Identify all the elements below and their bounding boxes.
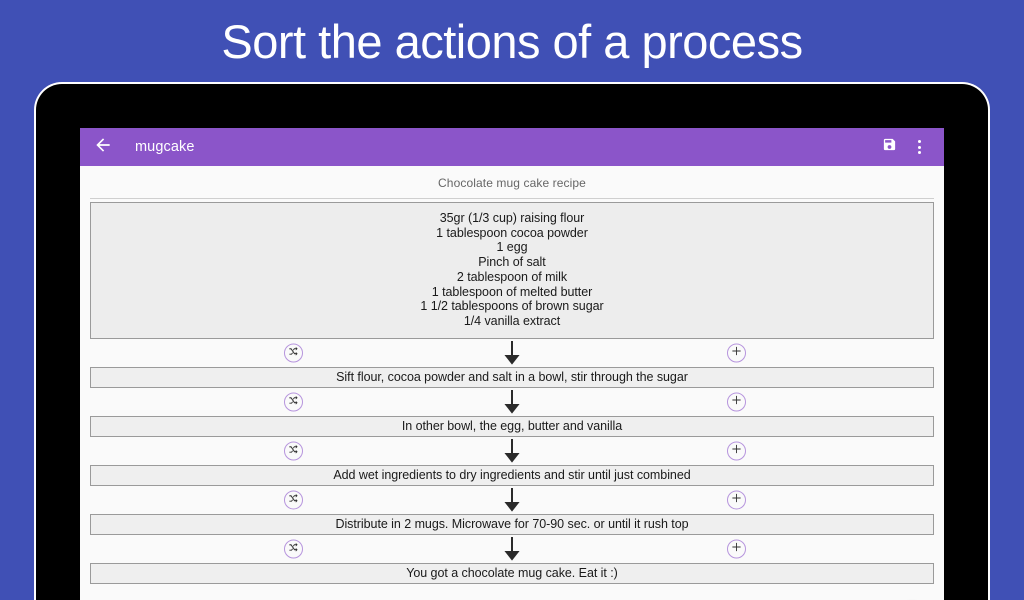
- title-divider: [90, 198, 934, 199]
- step-connector: [90, 437, 934, 465]
- arrow-down-icon: [503, 340, 521, 365]
- arrow-back-icon: [93, 135, 113, 160]
- plus-circle-icon: [731, 442, 742, 460]
- process-editor-content: Chocolate mug cake recipe 35gr (1/3 cup)…: [80, 166, 944, 600]
- shuffle-icon: [288, 491, 299, 509]
- app-bar: mugcake: [80, 128, 944, 166]
- ingredient-line: 1 1/2 tablespoons of brown sugar: [420, 299, 604, 314]
- step-row[interactable]: In other bowl, the egg, butter and vanil…: [90, 415, 934, 437]
- add-step-button[interactable]: [727, 539, 746, 559]
- step-text: Add wet ingredients to dry ingredients a…: [333, 468, 691, 483]
- shuffle-step-button[interactable]: [284, 392, 303, 412]
- step-row[interactable]: You got a chocolate mug cake. Eat it :): [90, 562, 934, 584]
- step-connector: [90, 486, 934, 514]
- add-step-button[interactable]: [727, 343, 746, 363]
- plus-circle-icon: [731, 491, 742, 509]
- step-row[interactable]: Distribute in 2 mugs. Microwave for 70-9…: [90, 513, 934, 535]
- shuffle-step-button[interactable]: [284, 441, 303, 461]
- arrow-down-icon: [503, 389, 521, 414]
- step-text: Distribute in 2 mugs. Microwave for 70-9…: [335, 517, 689, 532]
- step-text: Sift flour, cocoa powder and salt in a b…: [336, 370, 688, 385]
- step-text: You got a chocolate mug cake. Eat it :): [406, 566, 618, 581]
- back-button[interactable]: [88, 132, 118, 162]
- overflow-menu-button[interactable]: [904, 132, 934, 162]
- arrow-down-icon: [503, 438, 521, 463]
- ingredient-line: 2 tablespoon of milk: [456, 269, 568, 284]
- step-connector: [90, 388, 934, 416]
- plus-circle-icon: [731, 393, 742, 411]
- step-text: In other bowl, the egg, butter and vanil…: [401, 419, 623, 434]
- shuffle-icon: [288, 344, 299, 362]
- device-screen: mugcake Chocolate mug cake recipe: [80, 128, 944, 600]
- add-step-button[interactable]: [727, 490, 746, 510]
- step-row[interactable]: Add wet ingredients to dry ingredients a…: [90, 464, 934, 486]
- ingredient-line: Pinch of salt: [478, 255, 546, 270]
- step-connector: [90, 339, 934, 367]
- ingredient-line: 1 egg: [496, 240, 528, 255]
- shuffle-icon: [288, 393, 299, 411]
- step-row[interactable]: Sift flour, cocoa powder and salt in a b…: [90, 366, 934, 388]
- tablet-device-frame: mugcake Chocolate mug cake recipe: [36, 84, 988, 600]
- shuffle-step-button[interactable]: [284, 343, 303, 363]
- arrow-down-icon: [503, 487, 521, 512]
- ingredient-line: 35gr (1/3 cup) raising flour: [439, 211, 585, 225]
- ingredient-line: 1/4 vanilla extract: [463, 313, 561, 328]
- recipe-title: Chocolate mug cake recipe: [438, 176, 586, 190]
- save-button[interactable]: [874, 132, 904, 162]
- ingredients-card[interactable]: 35gr (1/3 cup) raising flour 1 tablespoo…: [90, 202, 934, 339]
- arrow-down-icon: [503, 536, 521, 561]
- ingredient-line: 1 tablespoon cocoa powder: [436, 225, 588, 240]
- more-vert-icon: [917, 140, 921, 154]
- shuffle-step-button[interactable]: [284, 539, 303, 559]
- add-step-button[interactable]: [727, 441, 746, 461]
- shuffle-icon: [288, 540, 299, 558]
- save-floppy-icon: [882, 137, 897, 157]
- ingredient-line: 1 tablespoon of melted butter: [431, 284, 593, 299]
- plus-circle-icon: [731, 344, 742, 362]
- app-bar-title: mugcake: [135, 139, 195, 155]
- add-step-button[interactable]: [727, 392, 746, 412]
- promo-headline: Sort the actions of a process: [221, 14, 803, 68]
- shuffle-icon: [288, 442, 299, 460]
- step-connector: [90, 535, 934, 563]
- plus-circle-icon: [731, 540, 742, 558]
- shuffle-step-button[interactable]: [284, 490, 303, 510]
